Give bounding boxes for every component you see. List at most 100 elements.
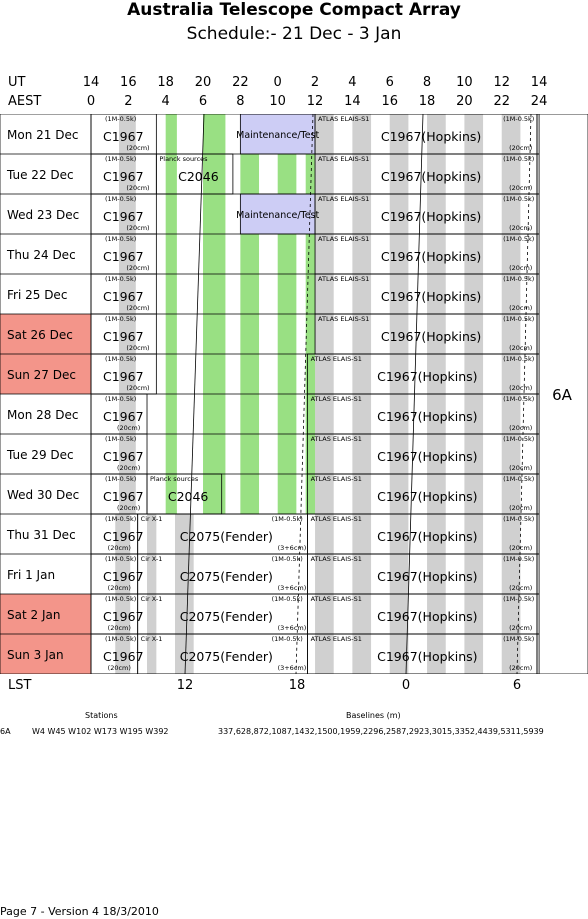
green-stripe (165, 394, 177, 434)
green-stripe (277, 394, 297, 434)
grey-stripe (501, 514, 521, 554)
block-top-note: (1M-0.5k) (105, 155, 136, 163)
green-stripe (203, 234, 226, 274)
grey-stripe (389, 274, 409, 314)
project-label: C2046 (178, 169, 219, 184)
block-bottom-note: (20cm) (126, 224, 149, 232)
block-top-note: ATLAS ELAIS-S1 (311, 635, 362, 643)
grey-stripe (352, 434, 372, 474)
green-stripe (165, 474, 177, 514)
footer-baselines: 337,628,872,1087,1432,1500,1959,2296,258… (218, 727, 544, 736)
grey-stripe (315, 394, 334, 434)
page-title: Australia Telescope Compact Array (127, 0, 461, 20)
day-label: Sat 26 Dec (7, 328, 73, 342)
green-stripe (165, 114, 177, 154)
grey-stripe (464, 194, 484, 234)
project-label: C1967(Hopkins) (377, 369, 477, 384)
green-stripe (277, 314, 297, 354)
day-label: Wed 23 Dec (7, 208, 79, 222)
grey-stripe (315, 194, 334, 234)
tick-label: 6 (198, 94, 208, 109)
lst-label: LST (8, 678, 32, 693)
lst-tick-label: 6 (512, 678, 522, 693)
block-top-note: ATLAS ELAIS-S1 (311, 555, 362, 563)
project-label: C1967 (103, 569, 144, 584)
block-top-note: Planck sources (150, 475, 199, 483)
block-top-note-right: (1M-0.5k) (503, 595, 534, 603)
grey-stripe (464, 154, 484, 194)
block-top-note-right: (1M-0.5k) (503, 115, 534, 123)
block-top-note: ATLAS ELAIS-S1 (318, 275, 369, 283)
green-stripe (277, 474, 297, 514)
block-bottom-note: (20cm) (509, 424, 532, 432)
project-label: C1967 (103, 169, 144, 184)
project-label: C1967(Hopkins) (377, 569, 477, 584)
grey-stripe (501, 234, 521, 274)
project-label: C1967 (103, 249, 144, 264)
green-stripe (203, 314, 226, 354)
day-label: Tue 29 Dec (6, 448, 74, 462)
maintenance-block (239, 114, 316, 155)
project-label: C2075(Fender) (180, 569, 273, 584)
project-label: C1967(Hopkins) (377, 529, 477, 544)
grey-stripe (501, 434, 521, 474)
block-top-note: (1M-0.5k) (105, 635, 136, 643)
grey-stripe (389, 634, 409, 674)
grey-stripe (389, 194, 409, 234)
green-stripe (165, 234, 177, 274)
grey-stripe (352, 634, 372, 674)
block-top-note-right: (1M-0.5k) (503, 155, 534, 163)
grey-stripe (501, 354, 521, 394)
grey-stripe (464, 114, 484, 154)
green-stripe (203, 434, 226, 474)
block-top-note-right: (1M-0.5k) (503, 275, 534, 283)
baselines-label: Baselines (m) (346, 711, 401, 720)
grey-stripe (501, 394, 521, 434)
block-top-note-right: (1M-0.5k) (272, 635, 303, 643)
grey-stripe (427, 394, 446, 434)
green-stripe (165, 434, 177, 474)
block-bottom-note: (20cm) (126, 384, 149, 392)
grey-stripe (119, 274, 136, 314)
grey-stripe (352, 194, 372, 234)
block-top-note: (1M-0.5k) (105, 395, 136, 403)
grey-stripe (464, 634, 484, 674)
green-stripe (305, 234, 316, 274)
grey-stripe (352, 154, 372, 194)
grey-stripe (464, 274, 484, 314)
green-stripe (277, 154, 297, 194)
grey-stripe (315, 154, 334, 194)
config-label: 6A (552, 386, 573, 404)
grey-stripe (464, 234, 484, 274)
project-label: C1967(Hopkins) (377, 489, 477, 504)
aest-label: AEST (8, 94, 42, 109)
grey-stripe (464, 474, 484, 514)
grey-stripe (389, 434, 409, 474)
block-top-note-right: (1M-0.5k) (503, 555, 534, 563)
grey-stripe (315, 474, 334, 514)
grey-stripe (115, 634, 131, 674)
block-top-note-right: (1M-0.5k) (503, 195, 534, 203)
grey-stripe (119, 434, 136, 474)
grey-stripe (501, 194, 521, 234)
project-label: C1967(Hopkins) (381, 329, 481, 344)
grey-stripe (427, 354, 446, 394)
block-bottom-note: (3+6cm) (278, 664, 307, 672)
day-label: Tue 22 Dec (6, 168, 74, 182)
grey-stripe (147, 514, 157, 554)
block-top-note-right: (1M-0.5k) (503, 635, 534, 643)
project-label: C1967 (103, 529, 144, 544)
grey-stripe (464, 514, 484, 554)
green-stripe (240, 274, 260, 314)
green-stripe (203, 194, 226, 234)
day-label: Thu 24 Dec (6, 248, 76, 262)
tick-label: 8 (236, 94, 245, 109)
grey-stripe (501, 554, 521, 594)
grey-stripe (119, 314, 136, 354)
grey-stripe (501, 474, 521, 514)
day-label: Thu 31 Dec (6, 528, 76, 542)
project-label: C2075(Fender) (180, 649, 273, 664)
tick-label: 20 (194, 75, 212, 90)
block-bottom-note: (20cm) (509, 664, 532, 672)
grey-stripe (389, 594, 409, 634)
